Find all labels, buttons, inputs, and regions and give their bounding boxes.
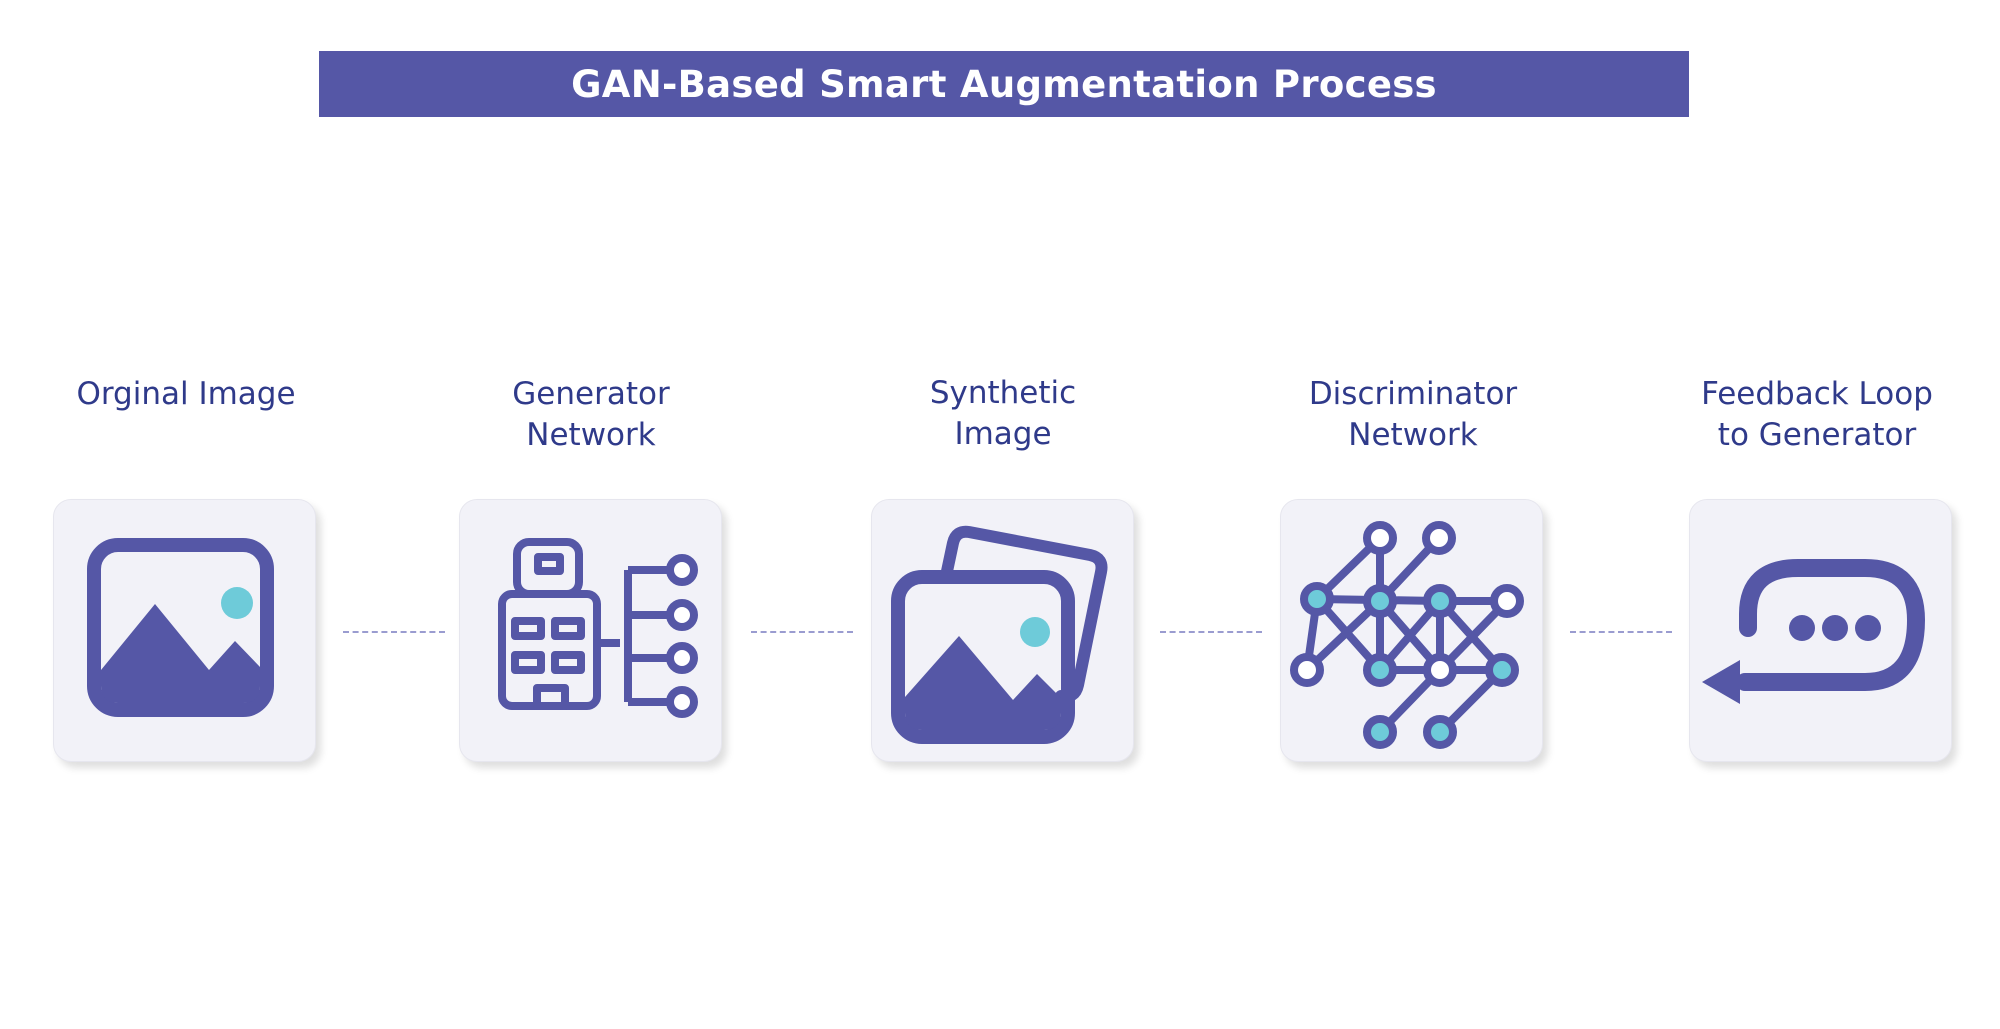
step-label-synthetic-image: Synthetic Image	[833, 373, 1173, 455]
step-card-discriminator-network	[1280, 499, 1543, 762]
step-label-line: Image	[954, 416, 1052, 452]
step-label-line: to Generator	[1717, 417, 1917, 453]
step-label-discriminator-network: Discriminator Network	[1243, 374, 1583, 456]
step-card-synthetic-image	[871, 499, 1134, 762]
step-label-generator-network: Generator Network	[421, 374, 761, 456]
step-label-line: Orginal Image	[76, 376, 296, 412]
dashed-connector	[1160, 631, 1262, 633]
step-label-feedback-loop: Feedback Loop to Generator	[1647, 374, 1987, 456]
stacked-images-icon	[891, 525, 1108, 744]
dashed-connector	[751, 631, 853, 633]
dashed-connector	[1570, 631, 1672, 633]
image-icon	[87, 538, 274, 717]
title-banner: GAN-Based Smart Augmentation Process	[319, 51, 1689, 117]
neural-network-icon	[1290, 521, 1524, 749]
step-card-original-image	[53, 499, 316, 762]
diagram-title: GAN-Based Smart Augmentation Process	[571, 62, 1437, 106]
step-label-original-image: Orginal Image	[16, 374, 356, 415]
step-label-line: Generator	[512, 376, 670, 412]
step-label-line: Network	[526, 417, 656, 453]
step-card-generator-network	[459, 499, 722, 762]
step-card-feedback-loop	[1689, 499, 1952, 762]
step-label-line: Feedback Loop	[1701, 376, 1933, 412]
step-label-line: Synthetic	[929, 375, 1077, 411]
step-label-line: Discriminator	[1308, 376, 1518, 412]
feedback-loop-icon	[1702, 559, 1925, 704]
step-label-line: Network	[1348, 417, 1478, 453]
building-network-icon	[498, 538, 698, 718]
dashed-connector	[343, 631, 445, 633]
